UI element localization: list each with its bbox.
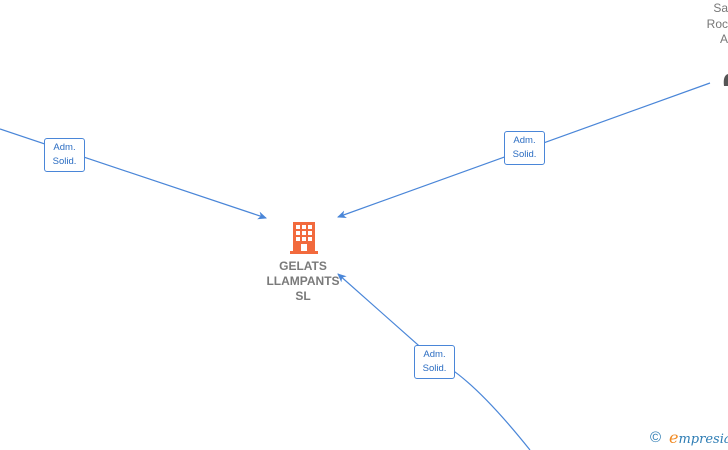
person-icon[interactable] <box>723 74 728 86</box>
relation-label-line: Solid. <box>512 149 537 160</box>
relation-label-line: Solid. <box>422 363 447 374</box>
person-name-line: A <box>719 32 728 46</box>
company-name-line: LLAMPANTS <box>266 274 340 288</box>
person-node-name[interactable]: Sa Roc A <box>707 1 728 48</box>
relation-label-line: Solid. <box>52 156 77 167</box>
relation-label-bottom[interactable]: Adm. Solid. <box>414 345 455 379</box>
relation-label-line: Adm. <box>513 135 536 146</box>
relation-label-line: Adm. <box>423 349 446 360</box>
relation-label-left[interactable]: Adm. Solid. <box>44 138 85 172</box>
empresia-logo: empresia <box>669 428 728 448</box>
edge-left[interactable] <box>0 128 267 220</box>
person-name-line: Sa <box>713 1 728 15</box>
building-icon[interactable] <box>289 219 319 255</box>
person-name-line: Roc <box>706 16 728 31</box>
company-name-line: SL <box>295 289 311 303</box>
relation-label-top-right[interactable]: Adm. Solid. <box>504 131 545 165</box>
company-name-line: GELATS <box>279 259 327 273</box>
relation-label-line: Adm. <box>53 142 76 153</box>
company-node-name[interactable]: GELATS LLAMPANTS SL <box>248 259 358 304</box>
copyright-icon: © <box>650 429 662 446</box>
